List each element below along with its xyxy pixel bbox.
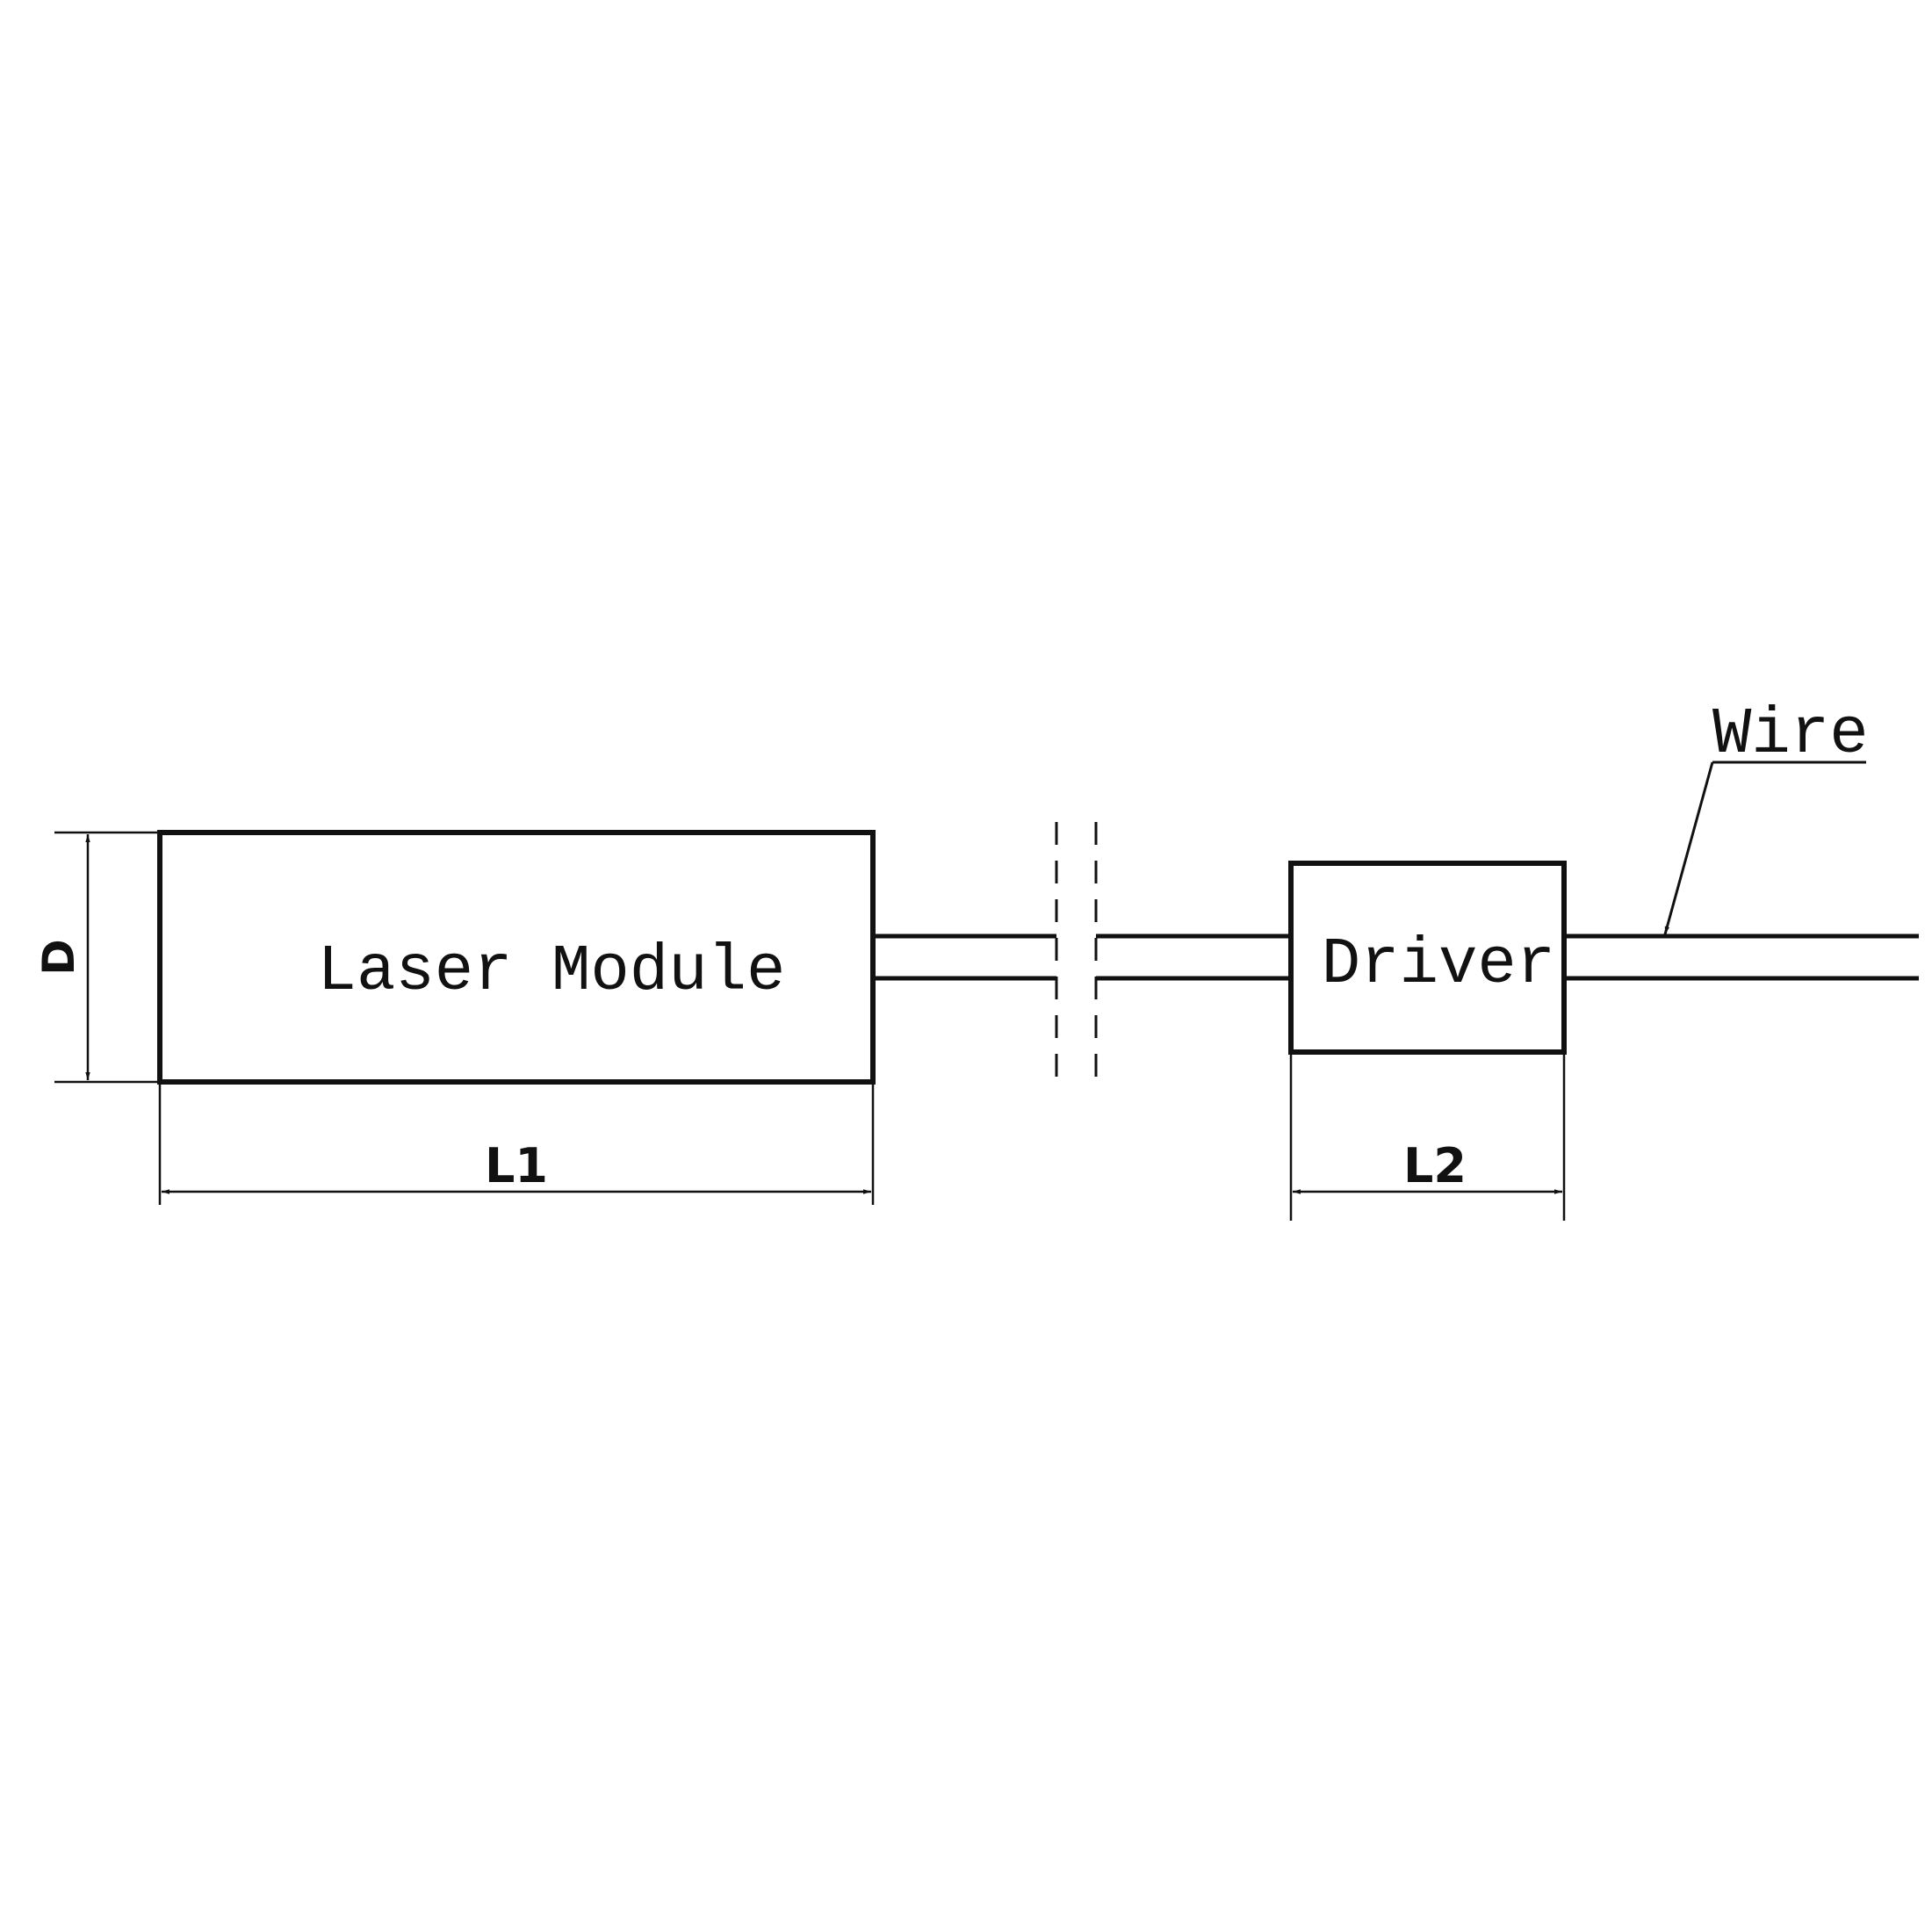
dimension-d: D bbox=[33, 831, 160, 1084]
laser-module-label: Laser Module bbox=[318, 935, 786, 1009]
dimension-l2: L2 bbox=[1289, 1052, 1566, 1221]
break-marks bbox=[1055, 822, 1098, 1089]
driver-label: Driver bbox=[1322, 928, 1555, 1002]
dimension-d-label: D bbox=[33, 939, 84, 976]
dimension-l2-label: L2 bbox=[1403, 1138, 1467, 1193]
wire-output bbox=[1564, 934, 1919, 981]
driver-box bbox=[1288, 861, 1567, 1055]
cable-middle bbox=[1096, 934, 1291, 981]
dimension-l1-label: L1 bbox=[485, 1138, 548, 1193]
wire-label: Wire bbox=[1712, 698, 1869, 772]
laser-module-box bbox=[157, 830, 876, 1085]
cable-left bbox=[873, 934, 1056, 981]
dimension-l1: L1 bbox=[158, 1082, 875, 1205]
wire-callout: Wire bbox=[1663, 698, 1869, 935]
